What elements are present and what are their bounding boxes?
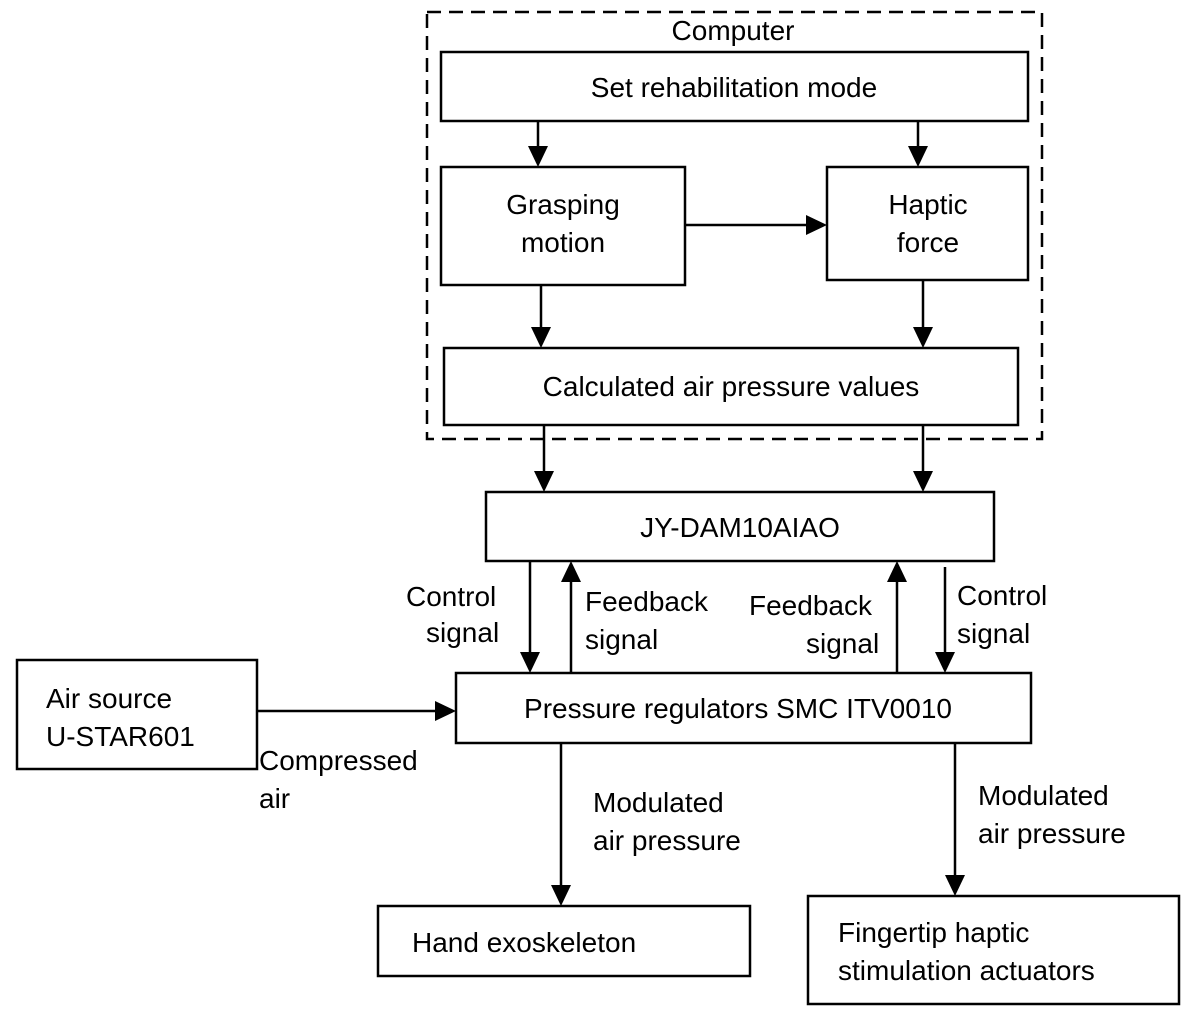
arrow-air-to-regulators-head [435,701,456,721]
arrow-left-control-head [520,652,540,673]
fingertip-label-line2: stimulation actuators [838,955,1095,986]
set-mode-label: Set rehabilitation mode [591,72,877,103]
computer-label: Computer [672,15,795,46]
haptic-box [825,165,1030,282]
right-modulated-label-line1: Modulated [978,780,1109,811]
right-feedback-label-line2: signal [806,628,879,659]
arrow-grasping-to-calculated-head [531,327,551,348]
left-control-label-line1: Control [406,581,496,612]
right-modulated-label-line2: air pressure [978,818,1126,849]
arrow-grasping-to-haptic-head [806,215,827,235]
air-source-box [15,658,259,771]
left-modulated-label-line2: air pressure [593,825,741,856]
daq-box [484,490,996,563]
grasping-label-line2: motion [521,227,605,258]
right-control-label-line2: signal [957,618,1030,649]
exoskeleton-label: Hand exoskeleton [412,927,636,958]
right-feedback-label-line1: Feedback [749,590,873,621]
air-source-label-line1: Air source [46,683,172,714]
compressed-air-label-line2: air [259,783,290,814]
grasping-label-line1: Grasping [506,189,620,220]
fingertip-box [806,894,1181,1006]
compressed-air-label-line1: Compressed [259,745,418,776]
air-source-label-line2: U-STAR601 [46,721,195,752]
arrow-regulators-to-exoskeleton-head [551,885,571,906]
arrow-right-feedback-head [887,561,907,582]
arrow-right-control-head [935,652,955,673]
fingertip-label-line1: Fingertip haptic [838,917,1029,948]
calculated-label: Calculated air pressure values [543,371,920,402]
regulators-box [454,671,1033,745]
set-mode-box [439,50,1030,123]
arrow-calculated-to-daq-right-head [913,471,933,492]
right-control-label-line1: Control [957,580,1047,611]
grasping-box [439,165,687,287]
exoskeleton-box [376,904,752,978]
haptic-label-line2: force [897,227,959,258]
arrow-calculated-to-daq-left-head [534,471,554,492]
left-control-label-line2: signal [426,617,499,648]
daq-label: JY-DAM10AIAO [640,512,840,543]
arrow-haptic-to-calculated-head [913,327,933,348]
arrow-regulators-to-fingertip-head [945,875,965,896]
left-feedback-label-line1: Feedback [585,586,709,617]
left-modulated-label-line1: Modulated [593,787,724,818]
arrow-mode-to-haptic-head [908,146,928,167]
haptic-label-line1: Haptic [888,189,967,220]
computer-boundary [425,10,1044,441]
calculated-box [442,346,1020,427]
arrow-mode-to-grasping-head [528,146,548,167]
left-feedback-label-line2: signal [585,624,658,655]
regulators-label: Pressure regulators SMC ITV0010 [524,693,952,724]
arrow-left-feedback-head [561,561,581,582]
